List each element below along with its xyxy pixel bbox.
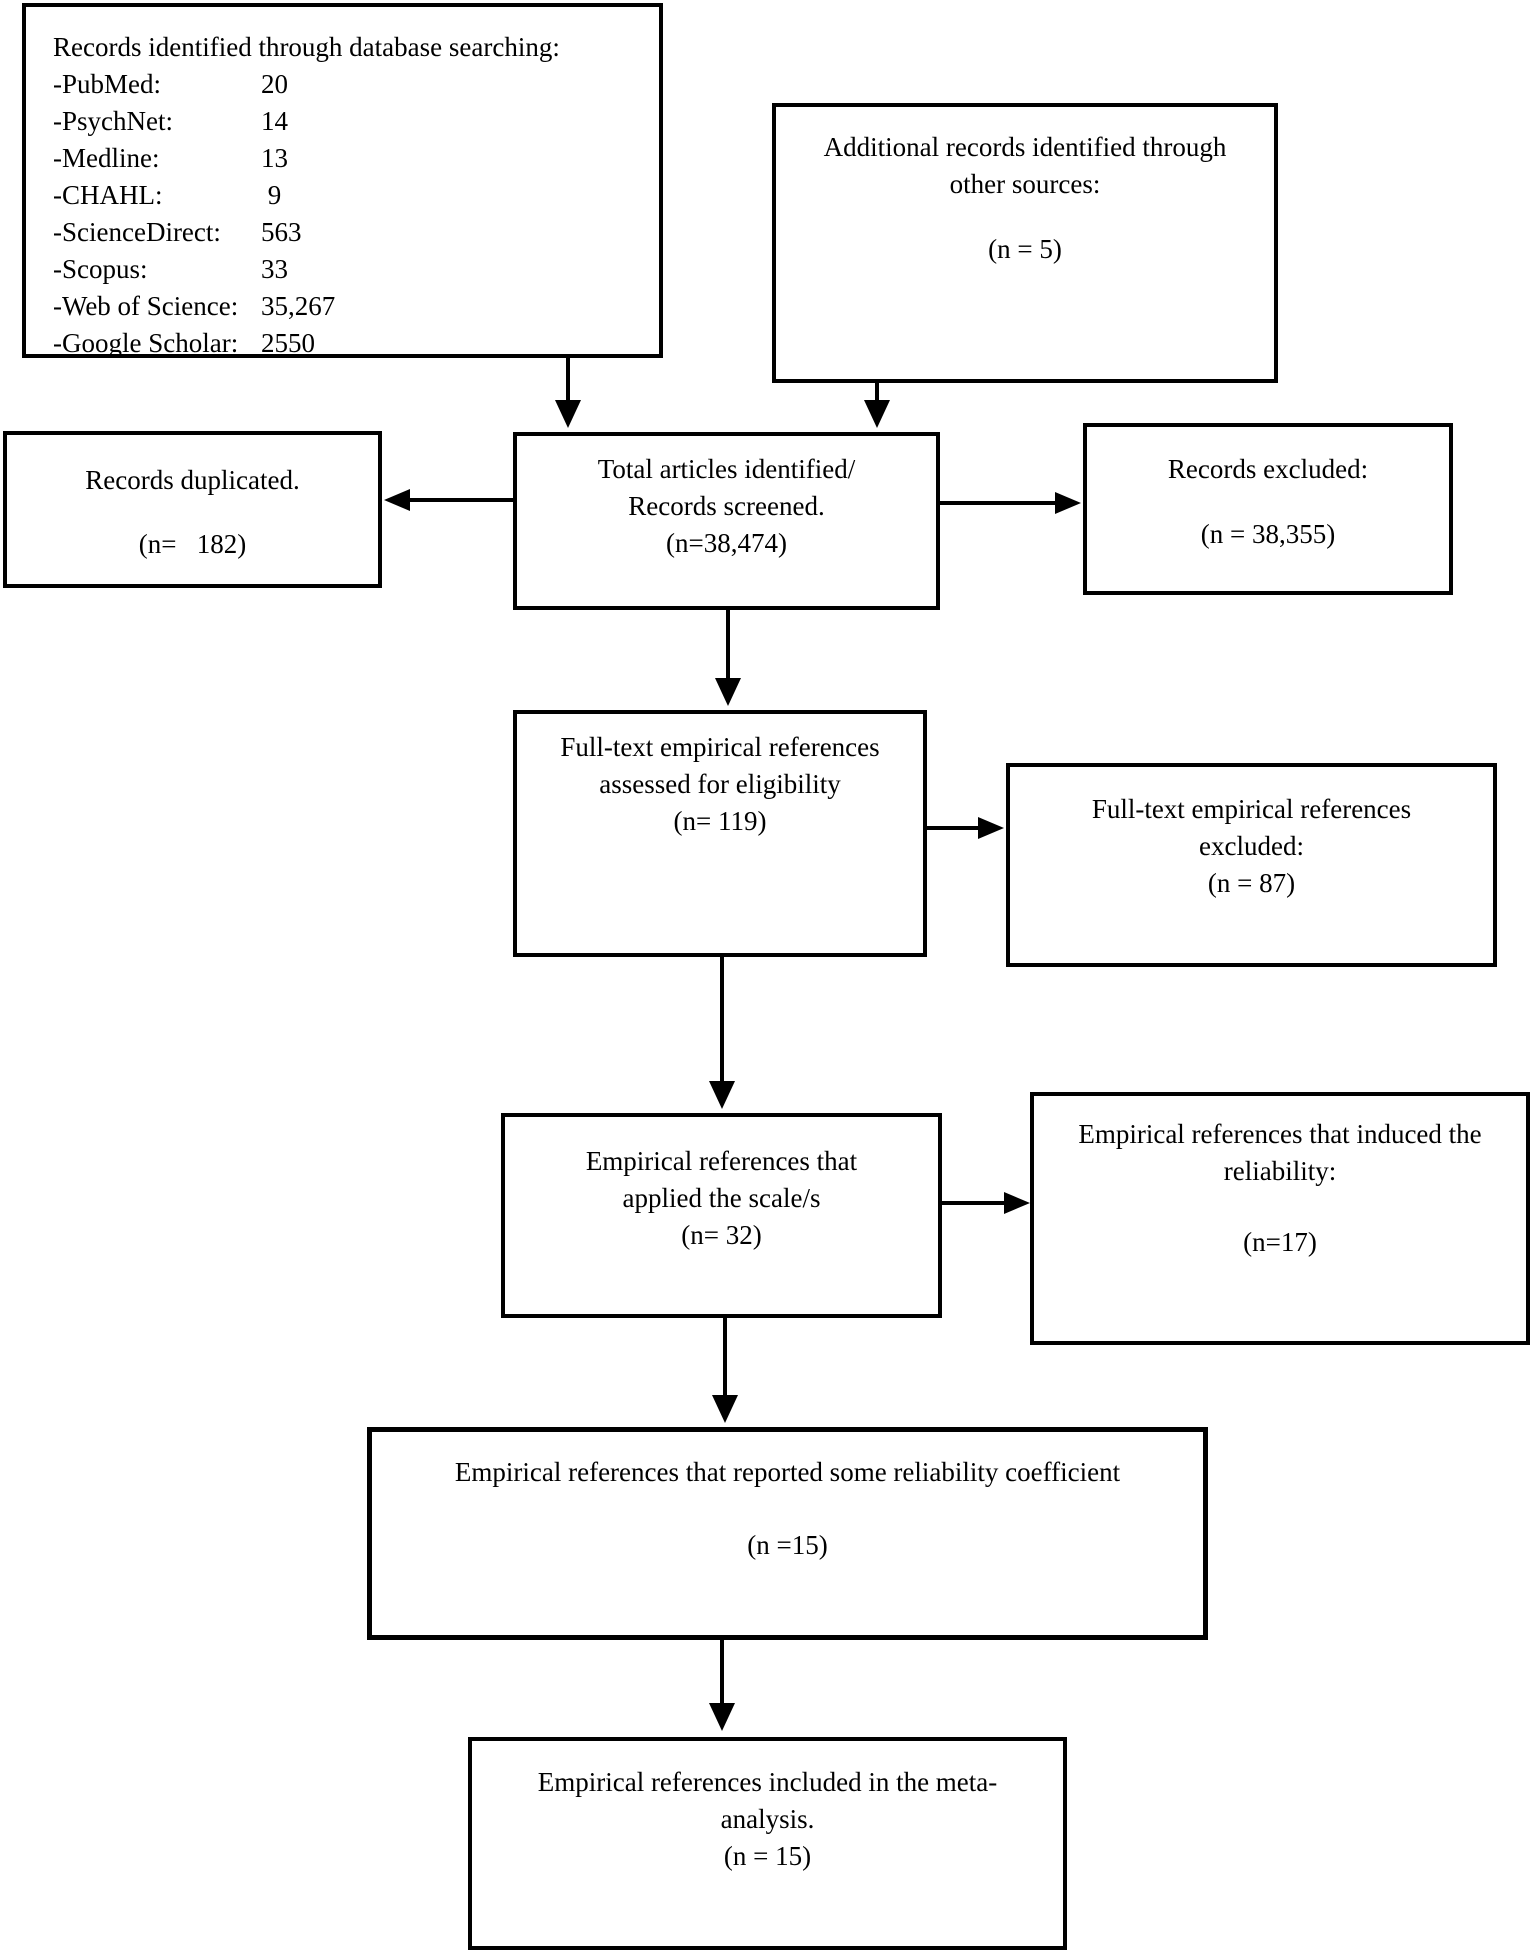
db-entry-value: 14 <box>261 106 288 136</box>
box-records-excluded: Records excluded: (n = 38,355) <box>1083 423 1453 595</box>
db-entry-value: 563 <box>261 217 302 247</box>
box-reported-coefficient-line1: Empirical references that reported some … <box>454 1457 1121 1487</box>
db-entry-value: 33 <box>261 254 288 284</box>
box-total-screened-count: (n=38,474) <box>666 528 787 558</box>
box-induced-reliability-line1: Empirical references that induced the <box>1078 1119 1482 1149</box>
box-additional-records-line2: other sources: <box>949 169 1101 199</box>
box-applied-scales-line1: Empirical references that <box>585 1146 858 1176</box>
db-entry-row: -CHAHL: 9 <box>53 177 649 214</box>
box-fulltext-assessed-line1: Full-text empirical references <box>560 732 880 762</box>
box-additional-records-line1: Additional records identified through <box>823 132 1227 162</box>
db-entry-value: 20 <box>261 69 288 99</box>
box-included-meta: Empirical references included in the met… <box>468 1737 1067 1950</box>
db-entry-row: -Medline: 13 <box>53 140 649 177</box>
db-entry-label: -Web of Science: <box>53 291 239 321</box>
db-entry-label: -Google Scholar: <box>53 328 239 358</box>
box-duplicated-line1: Records duplicated. <box>85 465 300 495</box>
db-entry-row: -Web of Science: 35,267 <box>53 288 649 325</box>
box-fulltext-assessed-line2: assessed for eligibility <box>599 769 841 799</box>
box-fulltext-assessed: Full-text empirical references assessed … <box>513 710 927 957</box>
box-induced-reliability: Empirical references that induced the re… <box>1030 1092 1530 1345</box>
db-entry-value: 9 <box>261 180 282 210</box>
db-entry-label: -CHAHL: <box>53 180 163 210</box>
box-included-meta-count: (n = 15) <box>723 1841 812 1871</box>
db-entry-row: -Scopus: 33 <box>53 251 649 288</box>
box-additional-records-count: (n = 5) <box>988 234 1062 264</box>
box-total-screened-line1: Total articles identified/ <box>597 454 856 484</box>
box-duplicated: Records duplicated. (n= 182) <box>3 431 382 588</box>
box-records-excluded-count: (n = 38,355) <box>1200 519 1336 549</box>
box-duplicated-count: (n= 182) <box>138 529 247 559</box>
box-total-screened-line2: Records screened. <box>628 491 825 521</box>
box-included-meta-line1: Empirical references included in the met… <box>537 1767 998 1797</box>
box-induced-reliability-line2: reliability: <box>1223 1156 1337 1186</box>
box-total-screened: Total articles identified/ Records scree… <box>513 432 940 610</box>
box-database-records: Records identified through database sear… <box>22 3 663 358</box>
box-records-excluded-line1: Records excluded: <box>1167 454 1369 484</box>
box-fulltext-excluded-line1: Full-text empirical references <box>1091 794 1412 824</box>
db-entry-label: -ScienceDirect: <box>53 217 221 247</box>
box-applied-scales-count: (n= 32) <box>681 1220 762 1250</box>
db-entry-value: 2550 <box>261 328 315 358</box>
box-fulltext-excluded: Full-text empirical references excluded:… <box>1006 763 1497 967</box>
db-entry-row: -ScienceDirect: 563 <box>53 214 649 251</box>
db-entry-value: 13 <box>261 143 288 173</box>
box-additional-records: Additional records identified through ot… <box>772 103 1278 383</box>
box-induced-reliability-count: (n=17) <box>1243 1227 1317 1257</box>
db-entry-value: 35,267 <box>261 291 336 321</box>
db-entry-row: -PsychNet: 14 <box>53 103 649 140</box>
box-fulltext-excluded-line2: excluded: <box>1199 831 1304 861</box>
db-entry-label: -Scopus: <box>53 254 148 284</box>
db-entry-label: -PubMed: <box>53 69 161 99</box>
box-reported-coefficient: Empirical references that reported some … <box>367 1427 1208 1640</box>
db-entry-row: -Google Scholar: 2550 <box>53 325 649 362</box>
box-applied-scales-line2: applied the scale/s <box>622 1183 821 1213</box>
box-included-meta-line2: analysis. <box>720 1804 815 1834</box>
db-entry-row: -PubMed: 20 <box>53 66 649 103</box>
box-reported-coefficient-count: (n =15) <box>747 1530 828 1560</box>
db-entry-label: -Medline: <box>53 143 160 173</box>
box-applied-scales: Empirical references that applied the sc… <box>501 1113 942 1318</box>
box-database-records-title: Records identified through database sear… <box>53 32 560 62</box>
db-entry-label: -PsychNet: <box>53 106 173 136</box>
box-fulltext-assessed-count: (n= 119) <box>673 806 767 836</box>
box-fulltext-excluded-count: (n = 87) <box>1207 868 1296 898</box>
